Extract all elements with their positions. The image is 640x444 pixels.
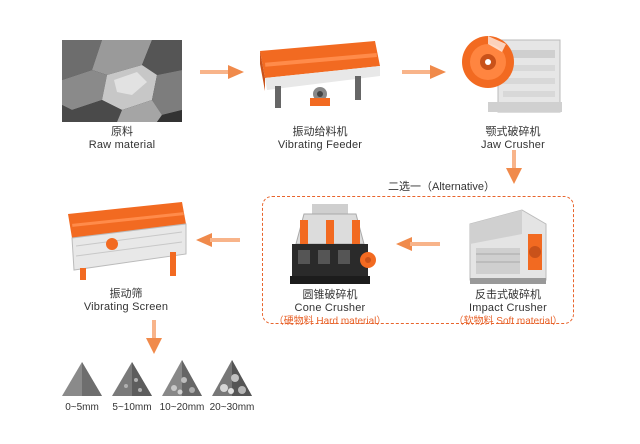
jaw-crusher-label-cn: 颚式破碎机 bbox=[458, 126, 568, 139]
product-pile-0-5mm bbox=[60, 360, 104, 398]
arrow-right-2 bbox=[402, 64, 446, 80]
cone-crusher-label: 圆锥破碎机 Cone Crusher （硬物料 Hard material） bbox=[262, 289, 398, 328]
product-pile-20-30mm bbox=[210, 358, 254, 398]
vibrating-screen-label-cn: 振动筛 bbox=[62, 288, 190, 301]
raw-material-label: 原料 Raw material bbox=[62, 126, 182, 152]
cone-crusher-label-cn: 圆锥破碎机 bbox=[262, 289, 398, 302]
arrow-down-1 bbox=[506, 150, 522, 184]
vibrating-feeder-image bbox=[255, 36, 385, 116]
cone-crusher-label-en: Cone Crusher bbox=[262, 302, 398, 315]
vibrating-screen-label: 振动筛 Vibrating Screen bbox=[62, 288, 190, 314]
impact-crusher-label-cn: 反击式破碎机 bbox=[440, 289, 576, 302]
cone-crusher-note: （硬物料 Hard material） bbox=[262, 315, 398, 328]
arrow-right-1 bbox=[200, 64, 244, 80]
alternative-title: 二选一（Alternative） bbox=[388, 178, 495, 194]
product-pile-5-10mm bbox=[110, 360, 154, 398]
impact-crusher-label: 反击式破碎机 Impact Crusher （软物料 Soft material… bbox=[440, 289, 576, 328]
vibrating-feeder-label: 振动给料机 Vibrating Feeder bbox=[255, 126, 385, 152]
size-label-3: 20~30mm bbox=[206, 402, 258, 413]
arrow-left-2 bbox=[196, 232, 240, 248]
vibrating-feeder-label-cn: 振动给料机 bbox=[255, 126, 385, 139]
size-label-2: 10~20mm bbox=[156, 402, 208, 413]
vibrating-feeder-label-en: Vibrating Feeder bbox=[255, 139, 385, 152]
arrow-down-2 bbox=[146, 320, 162, 354]
size-label-0: 0~5mm bbox=[56, 402, 108, 413]
impact-crusher-note: （软物料 Soft material） bbox=[440, 315, 576, 328]
impact-crusher-label-en: Impact Crusher bbox=[440, 302, 576, 315]
jaw-crusher-image bbox=[458, 20, 568, 120]
raw-material-label-en: Raw material bbox=[62, 139, 182, 152]
jaw-crusher-label: 颚式破碎机 Jaw Crusher bbox=[458, 126, 568, 152]
raw-material-image bbox=[62, 40, 182, 122]
vibrating-screen-image bbox=[62, 198, 190, 282]
cone-crusher-image bbox=[282, 200, 378, 288]
impact-crusher-image bbox=[462, 204, 554, 286]
raw-material-label-cn: 原料 bbox=[62, 126, 182, 139]
vibrating-screen-label-en: Vibrating Screen bbox=[62, 301, 190, 314]
size-label-1: 5~10mm bbox=[106, 402, 158, 413]
product-pile-10-20mm bbox=[160, 358, 204, 398]
arrow-left-1 bbox=[396, 236, 440, 252]
